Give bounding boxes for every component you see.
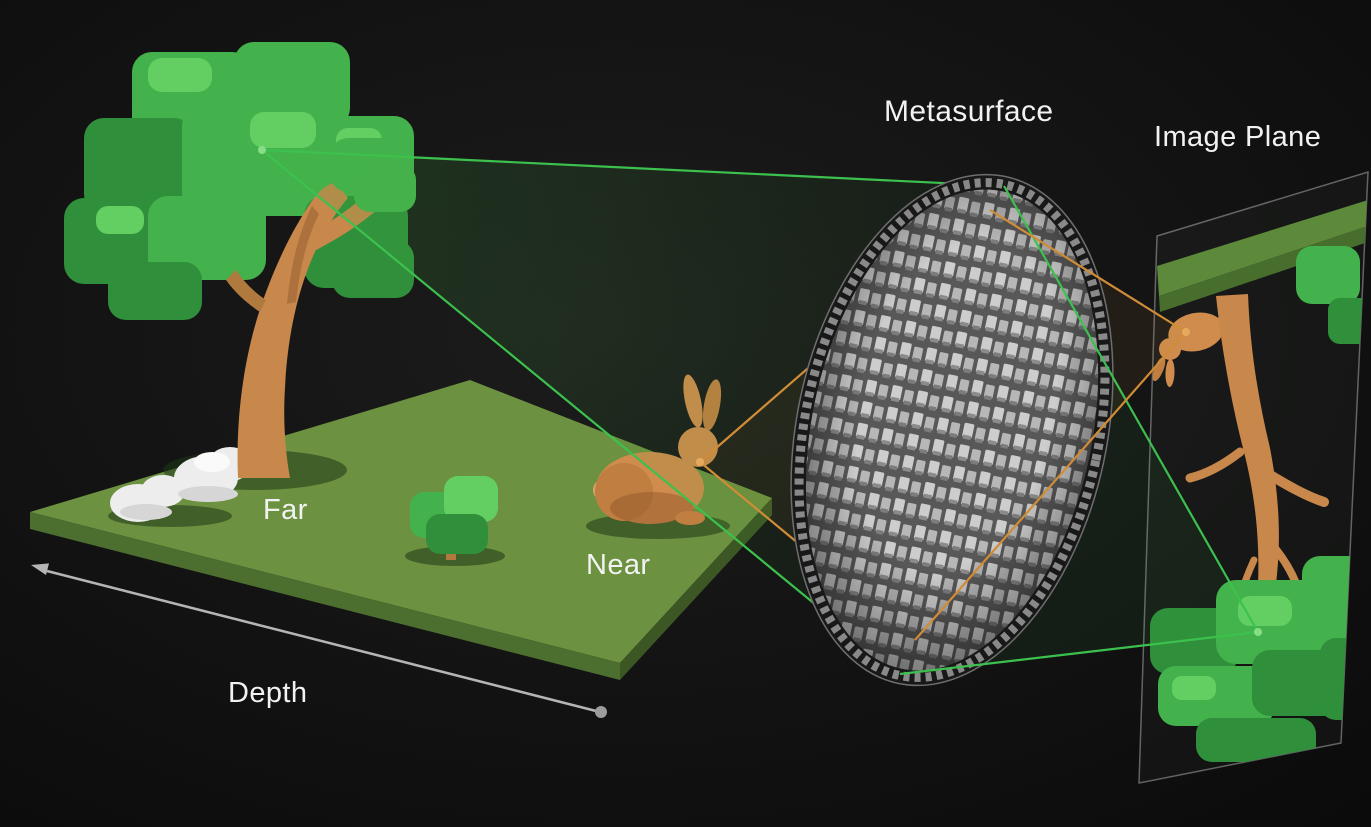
white-rocks [110, 447, 252, 522]
bunny-ray-origin-dot [696, 458, 704, 466]
inverted-ground [1157, 200, 1368, 296]
metasurface-disc [790, 173, 1114, 687]
bunny-haunch [595, 463, 653, 521]
platform-side-left [30, 512, 620, 680]
image-plane [1138, 170, 1369, 784]
platform-top [30, 380, 772, 663]
depth-label: Depth [228, 677, 308, 709]
image-plane-label: Image Plane [1154, 121, 1322, 153]
metasurface-label: Metasurface [884, 95, 1054, 128]
ground-platform [30, 380, 772, 680]
bunny-image-point-dot [1182, 328, 1190, 336]
rays-right [899, 185, 1262, 676]
far-label: Far [263, 494, 308, 526]
inverted-bush [1296, 246, 1360, 304]
depth-endpoint-dot [595, 706, 607, 718]
depth-arrowhead [31, 563, 49, 575]
image-plane-frame [1138, 170, 1369, 784]
platform-side-right [620, 498, 772, 680]
near-label: Near [586, 549, 651, 581]
bunny-paw [675, 511, 705, 525]
metasurface-pillar-fringe [794, 178, 1110, 682]
tree-image-point-dot [1254, 628, 1262, 636]
tree-ray-origin-dot [258, 146, 266, 154]
depth-axis [31, 563, 607, 718]
small-bush [410, 476, 498, 560]
image-plane-content [1150, 200, 1368, 762]
